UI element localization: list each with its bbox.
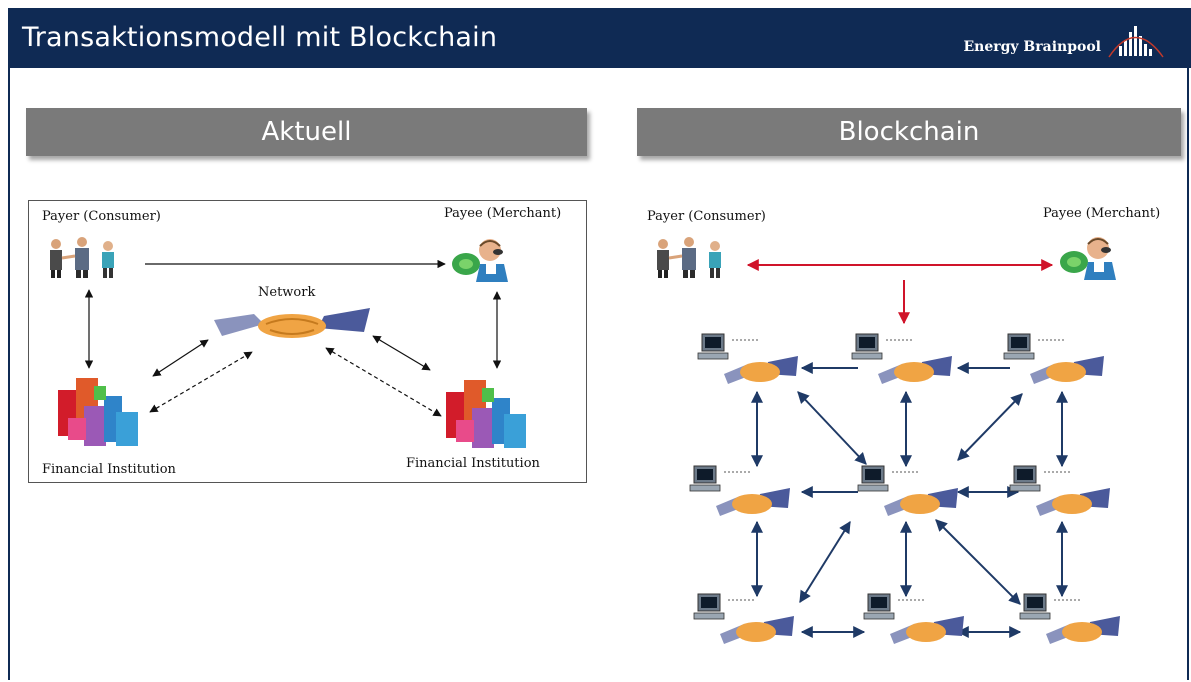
left-arrows (84, 259, 502, 417)
payer-people-icon (50, 237, 114, 278)
payer-people-icon-blockchain (657, 237, 721, 278)
direct-transaction-arrows (746, 259, 1054, 325)
payer-label: Payer (Consumer) (42, 209, 161, 224)
current-model-panel (28, 200, 587, 483)
node-icon (693, 593, 794, 644)
section-header-aktuell: Aktuell (26, 108, 587, 156)
node-icon (863, 593, 964, 644)
network-label: Network (258, 285, 316, 300)
payee-merchant-icon-blockchain (1060, 237, 1116, 280)
blockchain-nodes (689, 333, 1120, 644)
payee-merchant-icon (452, 239, 508, 282)
brand-logo: Energy Brainpool (964, 24, 1166, 58)
network-handshake-icon (214, 308, 370, 338)
node-icon (697, 333, 798, 384)
brand-name: Energy Brainpool (963, 39, 1102, 55)
node-icon (851, 333, 952, 384)
payer-label-blockchain: Payer (Consumer) (647, 209, 766, 224)
financial-institution-left-icon (58, 378, 138, 446)
node-icon (1019, 593, 1120, 644)
node-icon (1009, 465, 1110, 516)
node-icon (689, 465, 790, 516)
financial-institution-right-icon (446, 380, 526, 448)
payee-label: Payee (Merchant) (444, 206, 562, 221)
financial-institution-right-label: Financial Institution (406, 456, 540, 471)
slide-frame (8, 68, 1189, 680)
peer-network-arrows (751, 362, 1068, 638)
node-icon (1003, 333, 1104, 384)
node-icon (857, 465, 958, 516)
payee-label-blockchain: Payee (Merchant) (1043, 206, 1161, 221)
brand-bars-icon (1108, 26, 1164, 58)
title-bar: Transaktionsmodell mit Blockchain Energy… (8, 8, 1191, 68)
section-header-blockchain: Blockchain (637, 108, 1181, 156)
financial-institution-left-label: Financial Institution (42, 462, 176, 477)
slide-title: Transaktionsmodell mit Blockchain (22, 22, 498, 53)
